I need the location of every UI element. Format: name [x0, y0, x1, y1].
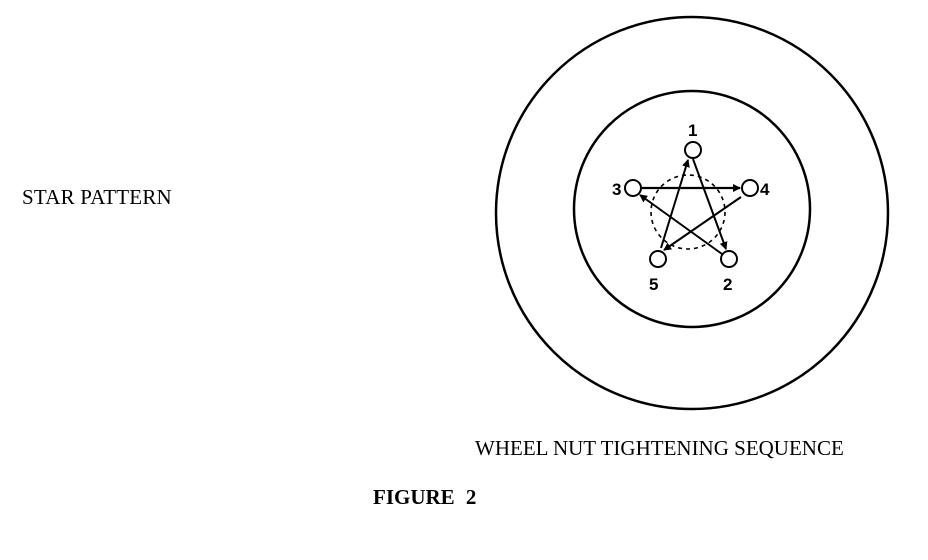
nut-3-label: 3 [612, 180, 621, 199]
nut-5-label: 5 [649, 275, 658, 294]
tire-outer-circle [494, 15, 890, 411]
hub-dashed-circle [650, 174, 726, 250]
nut-5 [649, 250, 667, 268]
sequence-arrow-5-to-1 [660, 159, 690, 249]
diagram-caption: WHEEL NUT TIGHTENING SEQUENCE [475, 436, 844, 460]
rim-circle [572, 89, 812, 329]
nut-3 [624, 179, 642, 197]
nut-1-label: 1 [688, 121, 697, 140]
nut-1 [684, 141, 702, 159]
nut-2-label: 2 [723, 275, 732, 294]
sequence-arrow-1-to-2 [692, 158, 728, 250]
nut-4-label: 4 [760, 180, 770, 199]
sequence-arrow-4-to-5 [663, 196, 742, 251]
nut-2 [720, 250, 738, 268]
wheel-diagram: 1 2 3 4 5 [494, 15, 890, 411]
star-pattern-label: STAR PATTERN [22, 185, 172, 209]
nut-4 [741, 179, 759, 197]
sequence-arrow-2-to-3 [639, 194, 723, 255]
figure-number: FIGURE 2 [373, 485, 477, 509]
